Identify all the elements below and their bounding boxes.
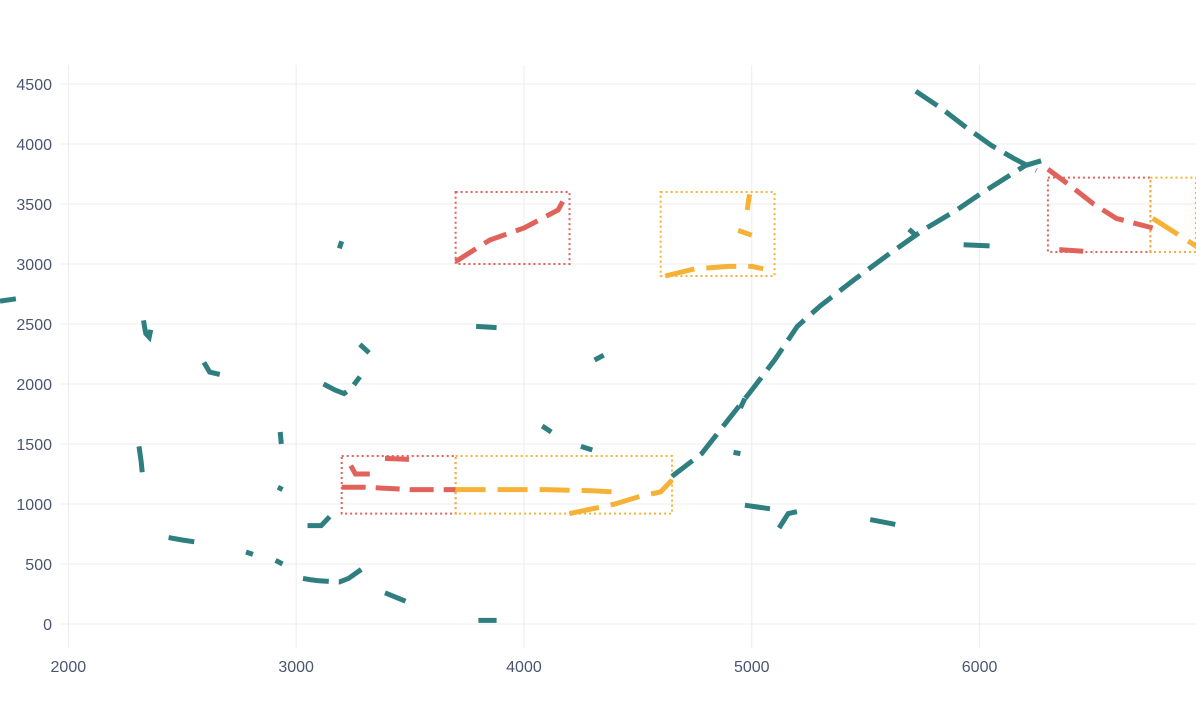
y-tick-label: 3500 xyxy=(16,197,52,214)
series-line xyxy=(670,158,1042,479)
series-line xyxy=(455,487,616,495)
series-line xyxy=(245,549,254,557)
series-layer xyxy=(0,89,1196,623)
y-tick-label: 4000 xyxy=(16,137,52,154)
x-tick-label: 4000 xyxy=(506,659,542,676)
y-tick-label: 1000 xyxy=(16,497,52,514)
y-axis-ticks: 0 500 1000 1500 2000 2500 3000 3500 4000 4500 xyxy=(16,77,52,634)
y-tick-label: 1500 xyxy=(16,437,52,454)
series-line xyxy=(664,263,764,279)
y-tick-label: 2500 xyxy=(16,317,52,334)
x-tick-label: 6000 xyxy=(962,659,998,676)
series-line xyxy=(1059,247,1094,255)
series-line xyxy=(384,455,415,463)
series-line xyxy=(384,590,407,604)
grid-layer xyxy=(60,65,1196,648)
x-tick-label: 2000 xyxy=(51,659,87,676)
series-line xyxy=(733,449,741,457)
series-line xyxy=(0,296,17,304)
series-line xyxy=(580,444,594,453)
highlight-box xyxy=(659,191,776,277)
y-tick-label: 3000 xyxy=(16,257,52,274)
series-line xyxy=(276,484,284,492)
series-line xyxy=(737,228,753,238)
y-tick-label: 500 xyxy=(25,557,52,574)
series-line xyxy=(141,319,154,343)
series-line xyxy=(136,446,145,475)
series-line xyxy=(341,484,456,493)
highlight-box xyxy=(454,455,674,515)
series-line xyxy=(540,423,553,435)
series-line xyxy=(201,361,221,377)
series-line xyxy=(274,558,284,567)
series-line xyxy=(869,517,896,527)
series-line xyxy=(963,242,994,249)
series-line xyxy=(277,431,284,445)
series-line xyxy=(454,200,565,264)
series-line xyxy=(337,240,345,250)
series-line xyxy=(744,194,752,211)
y-tick-label: 4500 xyxy=(16,77,52,94)
series-line xyxy=(1151,216,1196,249)
series-line xyxy=(307,508,335,529)
series-line xyxy=(348,464,374,477)
series-line xyxy=(744,502,771,512)
x-tick-label: 3000 xyxy=(278,659,314,676)
series-line xyxy=(322,375,362,397)
highlight-box xyxy=(454,191,571,265)
series-line xyxy=(1046,167,1154,231)
series-line xyxy=(475,323,497,331)
series-line xyxy=(568,478,674,517)
series-line xyxy=(302,561,371,585)
highlight-box-layer xyxy=(340,176,1196,515)
x-axis-ticks: 2000 3000 4000 5000 6000 xyxy=(51,659,998,676)
series-line xyxy=(358,342,371,355)
series-line xyxy=(907,227,918,238)
highlight-box xyxy=(1046,176,1152,254)
series-line xyxy=(168,535,199,545)
y-tick-label: 0 xyxy=(43,617,52,634)
x-tick-label: 5000 xyxy=(734,659,770,676)
highlight-box xyxy=(340,455,457,515)
series-line xyxy=(738,397,748,410)
series-line xyxy=(776,507,805,530)
series-line xyxy=(914,89,1038,173)
series-line xyxy=(593,352,605,363)
y-tick-label: 2000 xyxy=(16,377,52,394)
